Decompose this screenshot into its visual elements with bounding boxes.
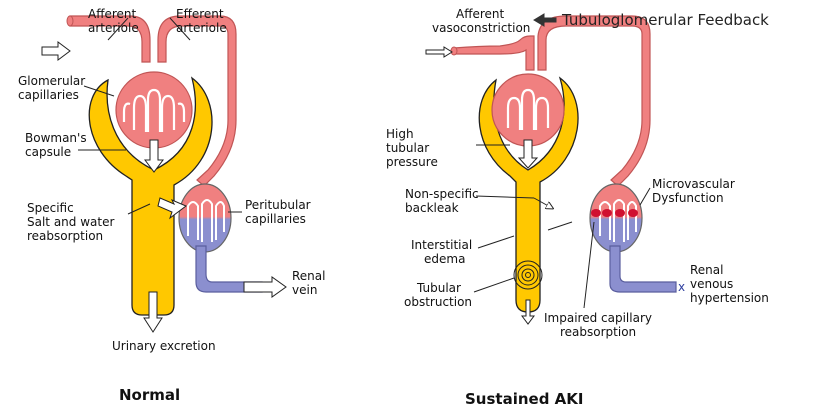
label-high-pressure-3: pressure	[386, 155, 438, 169]
normal-pointer-lines	[78, 17, 242, 215]
label-impaired: Impaired capillary	[544, 311, 652, 325]
aki-peritubular-loops	[599, 199, 637, 242]
aki-afferent-opening	[450, 46, 458, 56]
label-bowmans-capsule: Bowman's	[25, 131, 87, 145]
label-edema-2: edema	[424, 252, 465, 266]
label-microvascular: Microvascular	[652, 177, 735, 191]
label-glomerular-capillaries: Glomerular	[18, 74, 85, 88]
label-salt-water-3: reabsorption	[27, 229, 103, 243]
aki-pointer-lines	[473, 144, 651, 309]
label-renal-vein-2: vein	[292, 283, 317, 297]
label-high-pressure: High	[386, 127, 414, 141]
normal-vein-outflow-arrow	[243, 276, 287, 298]
label-aki-afferent: Afferent	[456, 7, 505, 21]
normal-glomerulus	[115, 71, 193, 149]
label-obstruction: Tubular	[416, 281, 461, 295]
aki-feedback-arrow	[533, 13, 557, 27]
normal-labels: Afferent arteriole Efferent arteriole Gl…	[18, 7, 325, 353]
label-peritubular-2: capillaries	[245, 212, 306, 226]
label-salt-water-2: Salt and water	[27, 215, 114, 229]
normal-afferent-opening	[66, 15, 74, 27]
aki-peritubular-bulb	[589, 183, 643, 253]
label-urinary-excretion: Urinary excretion	[112, 339, 216, 353]
title-sustained-aki: Sustained AKI	[465, 390, 583, 408]
normal-nephron: Afferent arteriole Efferent arteriole Gl…	[18, 7, 325, 404]
normal-afferent-arteriole	[69, 15, 151, 63]
aki-microvascular-damage	[591, 209, 638, 217]
label-backleak: Non-specific	[405, 187, 479, 201]
label-venous-hypertension: Renal	[690, 263, 723, 277]
label-peritubular: Peritubular	[245, 198, 311, 212]
label-glomerular-capillaries-2: capillaries	[18, 88, 79, 102]
label-efferent-arteriole-2: arteriole	[176, 21, 227, 35]
label-aki-afferent-2: vasoconstriction	[432, 21, 530, 35]
normal-peritubular-loops	[187, 199, 225, 242]
normal-inflow-arrow	[41, 41, 71, 61]
aki-obstruction-swirl	[513, 260, 543, 290]
label-backleak-2: backleak	[405, 201, 459, 215]
label-salt-water: Specific	[27, 201, 74, 215]
label-impaired-2: reabsorption	[560, 325, 636, 339]
aki-glomerulus	[491, 73, 565, 147]
label-edema: Interstitial	[411, 238, 472, 252]
normal-glomerular-loops	[122, 88, 186, 132]
label-venous-hypertension-3: hypertension	[690, 291, 769, 305]
aki-backleak-arrow	[533, 197, 552, 208]
aki-nephron: Afferent vasoconstriction High tubular p…	[386, 7, 769, 408]
label-efferent-arteriole: Efferent	[176, 7, 224, 21]
normal-urine-arrow	[143, 291, 163, 333]
label-renal-vein: Renal	[292, 269, 325, 283]
aki-glomerular-loops	[506, 88, 550, 130]
label-high-pressure-2: tubular	[386, 141, 429, 155]
title-normal: Normal	[119, 386, 180, 404]
label-afferent-arteriole-2: arteriole	[88, 21, 139, 35]
label-venous-hypertension-2: venous	[690, 277, 733, 291]
label-tubuloglomerular-feedback: Tubuloglomerular Feedback	[561, 11, 769, 29]
label-bowmans-capsule-2: capsule	[25, 145, 71, 159]
aki-labels: Afferent vasoconstriction High tubular p…	[386, 7, 769, 339]
aki-filtration-arrow	[517, 139, 539, 169]
normal-filtration-arrow	[144, 139, 164, 173]
venous-x-mark: x	[678, 280, 685, 294]
aki-efferent-arteriole	[537, 15, 651, 187]
label-microvascular-2: Dysfunction	[652, 191, 724, 205]
aki-inflow-arrow	[425, 46, 453, 58]
label-obstruction-2: obstruction	[404, 295, 472, 309]
normal-reabsorption-arrow	[157, 197, 187, 220]
normal-efferent-arteriole	[157, 15, 237, 187]
aki-afferent-arteriole	[453, 35, 535, 71]
aki-renal-vein	[609, 245, 677, 293]
aki-bowman-capsule	[478, 76, 579, 313]
aki-urine-arrow	[521, 299, 535, 325]
label-afferent-arteriole: Afferent	[88, 7, 137, 21]
